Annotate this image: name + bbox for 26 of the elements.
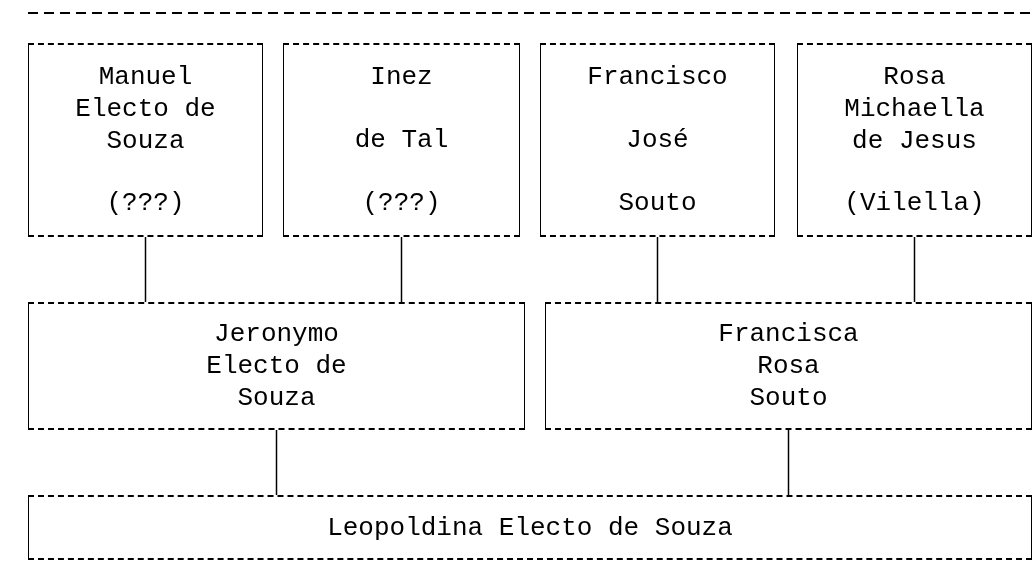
name-text: (Vilella): [844, 187, 985, 219]
person-box: [28, 302, 525, 430]
name-text: Francisco: [587, 61, 728, 93]
name-text: Jeronymo Electo de Souza: [206, 318, 347, 414]
connector-line: [787, 429, 790, 496]
person-box: [28, 495, 1032, 560]
name-text: Rosa Michaella de Jesus: [844, 61, 985, 157]
name-text: Manuel Electo de Souza: [75, 61, 216, 157]
person-box: [540, 43, 775, 237]
connector-line: [400, 236, 403, 303]
person-box: [283, 43, 520, 237]
name-text: Souto: [618, 187, 697, 219]
name-text: (???): [106, 187, 185, 219]
connector-line: [656, 236, 659, 303]
connector-line: [913, 236, 916, 303]
name-text: (???): [362, 187, 441, 219]
name-text: de Tal: [354, 124, 449, 156]
connector-line: [275, 429, 278, 496]
person-box: [545, 302, 1032, 430]
name-text: José: [626, 124, 689, 156]
name-text: Inez: [370, 61, 433, 93]
connector-line: [144, 236, 147, 303]
name-text: Francisca Rosa Souto: [718, 318, 859, 414]
person-box: [28, 43, 263, 237]
name-text: Leopoldina Electo de Souza: [327, 511, 733, 544]
person-box: [797, 43, 1032, 237]
